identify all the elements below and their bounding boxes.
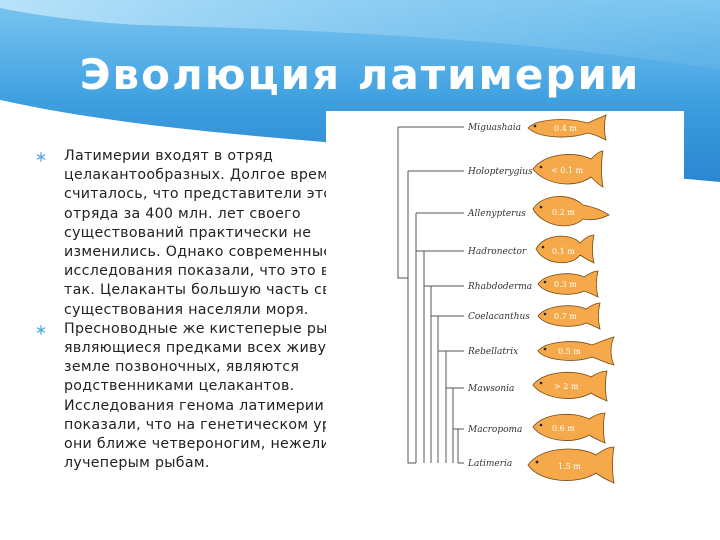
taxon-name: Holopterygius: [467, 167, 533, 177]
size-label: 0.1 m: [552, 247, 575, 256]
taxon-row: Rhabdoderma 0.3 m: [467, 270, 599, 298]
tree-branches: [397, 126, 464, 464]
fish-icon: [535, 234, 595, 264]
size-label: < 0.1 m: [551, 166, 584, 175]
taxon-name: Latimeria: [467, 459, 512, 469]
fish-icon: [532, 370, 608, 402]
size-label: 0.4 m: [554, 124, 577, 133]
phylogeny-figure: Miguashaia 0.4 m Holopterygius < 0.1 m A…: [326, 111, 684, 491]
bullet-item: Пресноводные же кистеперые рыбы являющие…: [36, 320, 396, 474]
taxon-name: Coelacanthus: [468, 312, 530, 322]
taxon-name: Allenypterus: [467, 209, 526, 219]
bullet-item: Латимерии входят в отряд целакантообразн…: [36, 147, 396, 320]
fish-icon: [537, 336, 615, 366]
size-label: 0.6 m: [552, 424, 575, 433]
taxon-name: Rebellatrix: [467, 347, 518, 357]
taxon-name: Miguashaia: [467, 123, 521, 133]
size-label: 1.5 m: [558, 462, 581, 471]
taxon-row: Miguashaia 0.4 m: [467, 114, 607, 141]
bullet-text: Латимерии входят в отряд целакантообразн…: [64, 148, 388, 318]
fish-icon: [532, 412, 606, 444]
fish-icon: [527, 114, 607, 141]
bullet-list: Латимерии входят в отряд целакантообразн…: [36, 147, 396, 473]
taxon-row: Hadronector 0.1 m: [467, 234, 595, 264]
size-label: 0.3 m: [554, 280, 577, 289]
fish-icon: [527, 446, 615, 484]
taxon-name: Hadronector: [467, 247, 527, 257]
taxon-name: Rhabdoderma: [467, 282, 532, 292]
size-label: 0.5 m: [558, 347, 581, 356]
slide-title: Эволюция латимерии: [79, 50, 641, 99]
size-label: 0.7 m: [554, 312, 577, 321]
taxon-name: Macropoma: [467, 425, 522, 435]
taxon-row: Mawsonia > 2 m: [467, 370, 608, 402]
taxon-row: Coelacanthus 0.7 m: [468, 302, 601, 330]
fish-icon: [537, 270, 599, 298]
fish-icon: [532, 150, 604, 188]
size-label: 0.2 m: [552, 208, 575, 217]
taxon-name: Mawsonia: [467, 384, 514, 394]
fish-icon: [537, 302, 601, 330]
bullet-text: Пресноводные же кистеперые рыбы являющие…: [64, 320, 382, 472]
asterisk-bullet-icon: [36, 324, 46, 335]
taxon-row: Latimeria 1.5 m: [467, 446, 615, 484]
taxon-row: Macropoma 0.6 m: [467, 412, 606, 444]
asterisk-bullet-icon: [36, 152, 46, 162]
taxon-row: Allenypterus 0.2 m: [467, 196, 610, 227]
size-label: > 2 m: [554, 382, 579, 391]
phylogeny-tree: Miguashaia 0.4 m Holopterygius < 0.1 m A…: [397, 114, 615, 484]
taxon-row: Rebellatrix 0.5 m: [467, 336, 615, 366]
fish-icon: [532, 196, 610, 227]
taxon-row: Holopterygius < 0.1 m: [467, 150, 604, 188]
